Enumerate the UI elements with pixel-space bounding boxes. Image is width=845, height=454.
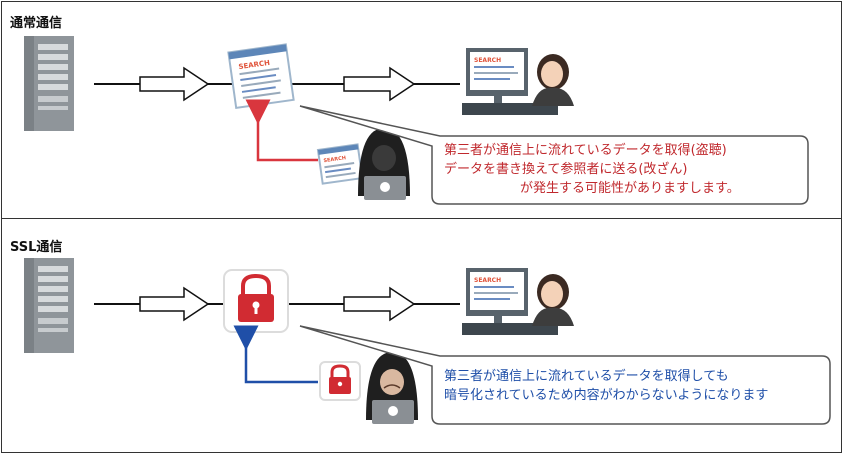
callout-ssl-line-2: 暗号化されているため内容がわからないようになります xyxy=(444,388,769,403)
callout-ssl-line-1: 第三者が通信上に流れているデータを取得しても xyxy=(444,369,729,384)
flow-arrow-3 xyxy=(139,286,210,322)
section-title-ssl: SSL通信 xyxy=(10,240,63,255)
stolen-search-screen-icon: SEARCH xyxy=(316,143,364,185)
callout-normal-line-3: が発生する可能性がありますします。 xyxy=(520,181,740,196)
svg-text:SEARCH: SEARCH xyxy=(474,57,501,64)
stolen-padlock-icon xyxy=(319,361,361,401)
callout-normal-line-2: データを書き換えて参照者に送る(改ざん) xyxy=(444,162,688,177)
server-icon xyxy=(24,36,74,131)
callout-normal-line-1: 第三者が通信上に流れているデータを取得(盗聴) xyxy=(444,143,727,158)
callout-bubble-normal xyxy=(299,105,809,205)
svg-text:SEARCH: SEARCH xyxy=(474,277,501,284)
svg-text:SEARCH: SEARCH xyxy=(323,155,346,164)
intercept-arrow-normal xyxy=(245,99,318,162)
flow-arrow-2 xyxy=(343,66,416,102)
callout-bubble-ssl xyxy=(299,325,831,425)
user-at-computer-icon: SEARCH xyxy=(462,48,574,115)
server-icon-ssl xyxy=(24,258,74,353)
search-screen-icon: SEARCH xyxy=(227,43,295,110)
intercept-arrow-ssl xyxy=(233,325,318,384)
user-at-computer-icon-ssl: SEARCH xyxy=(462,268,574,335)
section-title-normal: 通常通信 xyxy=(10,16,63,31)
hacker-icon xyxy=(358,128,410,200)
padlock-icon xyxy=(223,269,289,333)
hacker-icon-ssl xyxy=(366,352,418,424)
flow-arrow-4 xyxy=(343,286,416,322)
flow-arrow-1 xyxy=(139,66,210,102)
